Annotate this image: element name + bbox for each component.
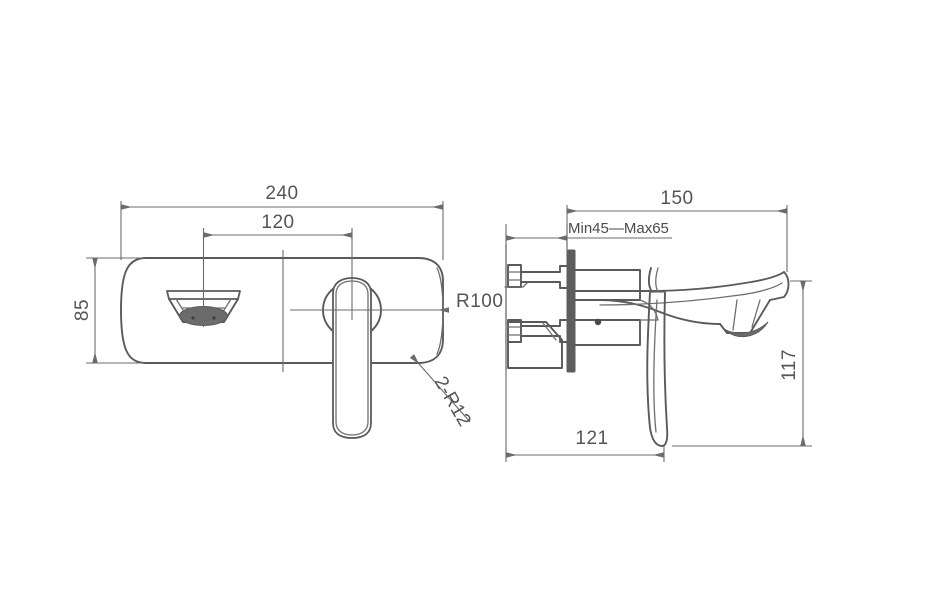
dimension-label-min-max: Min45—Max65 [568, 220, 669, 237]
dimension-plate-height-85: 85 [72, 257, 145, 364]
annotation-2-r12: 2-R12 [409, 354, 475, 430]
dimension-overall-width-240: 240 [120, 183, 444, 260]
dimension-label-120: 120 [261, 212, 294, 233]
dimension-handle-reach-121: 121 [505, 370, 665, 462]
dimension-label-240: 240 [265, 183, 298, 204]
dimension-wall-depth: Min45—Max65 [505, 220, 672, 250]
dimension-overall-height-117: 117 [672, 280, 812, 447]
annotation-label-r100: R100 [456, 291, 503, 312]
spout-arm [574, 269, 790, 346]
wall-plate [566, 249, 576, 373]
dimension-label-85: 85 [72, 299, 93, 321]
annotation-r100: R100 [380, 291, 503, 313]
dimension-label-121: 121 [575, 428, 608, 449]
spout-tip [719, 299, 771, 338]
lever-handle-side [646, 267, 669, 447]
annotation-label-2-r12: 2-R12 [430, 373, 475, 430]
concealed-valve-body [504, 244, 569, 371]
side-view-group: 150 Min45—Max65 117 121 [504, 188, 812, 462]
front-view-centerlines [202, 233, 440, 372]
dimension-label-117: 117 [779, 349, 800, 381]
dimension-spout-projection-150: 150 [566, 188, 788, 272]
dimension-center-distance-120: 120 [202, 212, 353, 240]
dimension-label-150: 150 [660, 188, 693, 209]
front-view-group: 240 120 85 R100 2-R12 [72, 183, 503, 439]
